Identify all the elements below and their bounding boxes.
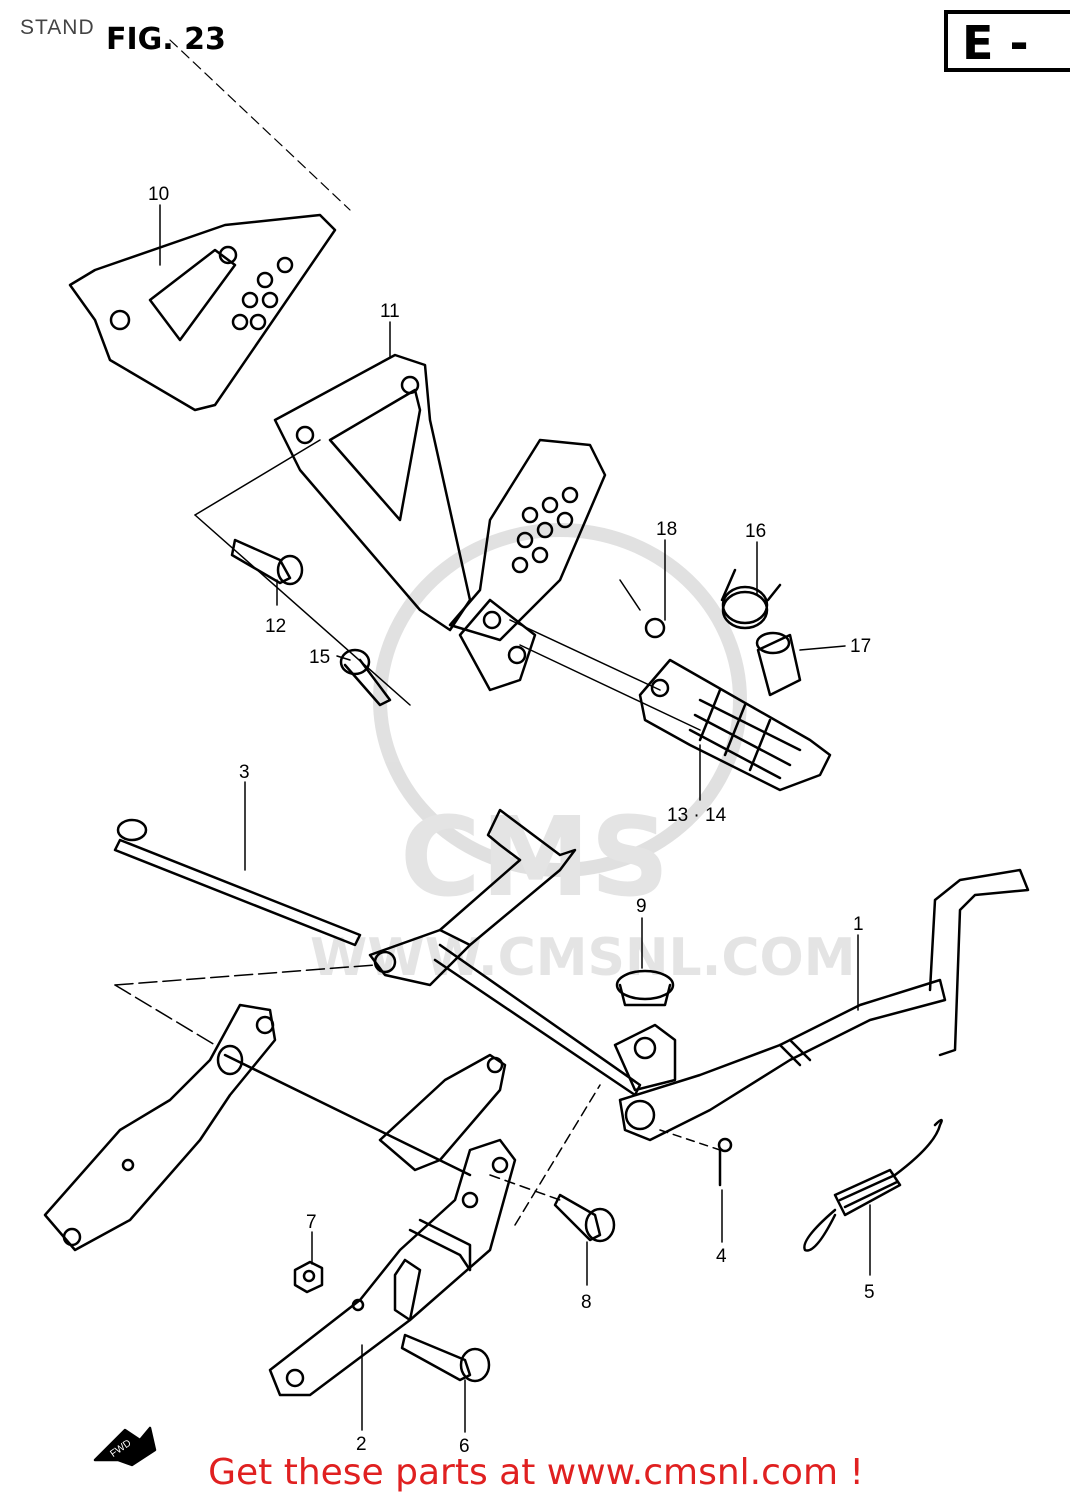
- callout-15: 15: [309, 647, 330, 668]
- callout-3: 3: [239, 762, 250, 783]
- region-code: E -: [962, 16, 1029, 70]
- part-12-bolt: [230, 538, 304, 586]
- part-15-pin: [339, 648, 392, 707]
- callout-12: 12: [265, 616, 286, 637]
- watermark: CMS WWW.CMSNL.COM: [310, 523, 855, 988]
- part-2-stand-leg: [43, 1003, 517, 1397]
- part-8-bolt: [553, 1193, 616, 1243]
- part-18-clip: [644, 617, 666, 639]
- callout-7: 7: [306, 1212, 317, 1233]
- part-1-stand-arm: [613, 868, 1030, 1142]
- part-3-shaft: [113, 818, 362, 947]
- front-arrow-icon: [93, 1426, 157, 1467]
- callout-1: 1: [853, 914, 864, 935]
- callout-9: 9: [636, 896, 647, 917]
- callout-16: 16: [745, 521, 766, 542]
- part-13-14-footpeg: [638, 658, 832, 792]
- part-5-spring: [803, 1118, 943, 1252]
- part-4-split-pin: [717, 1137, 733, 1187]
- part-11-bracket: [273, 353, 607, 692]
- callout-5: 5: [864, 1282, 875, 1303]
- part-16-spring: [720, 568, 782, 630]
- part-6-bolt: [400, 1333, 491, 1383]
- leader-lines: [159, 204, 871, 1433]
- section-title: STAND: [20, 16, 95, 39]
- callout-13-14: 13 · 14: [667, 805, 727, 826]
- part-7-nut: [293, 1260, 324, 1294]
- callout-17: 17: [850, 636, 871, 657]
- callout-6: 6: [459, 1436, 470, 1457]
- callout-4: 4: [716, 1246, 727, 1267]
- watermark-cms: CMS: [400, 793, 669, 921]
- watermark-url: WWW.CMSNL.COM: [310, 928, 855, 988]
- figure-number: FIG. 23: [106, 22, 226, 57]
- callout-2: 2: [356, 1434, 367, 1455]
- callout-10: 10: [148, 184, 169, 205]
- part-9-cap: [615, 969, 675, 1007]
- footer-link[interactable]: Get these parts at www.cmsnl.com !: [208, 1452, 864, 1493]
- callout-8: 8: [581, 1292, 592, 1313]
- callout-labels: 10 11 12 15 18 16 17 13 · 14 3 9 1 7 8 4…: [108, 184, 874, 1460]
- part-17-pin: [755, 631, 802, 697]
- callout-11: 11: [380, 301, 400, 322]
- part-10-bracket: [68, 213, 337, 412]
- callout-18: 18: [656, 519, 677, 540]
- region-code-box: E -: [944, 10, 1070, 72]
